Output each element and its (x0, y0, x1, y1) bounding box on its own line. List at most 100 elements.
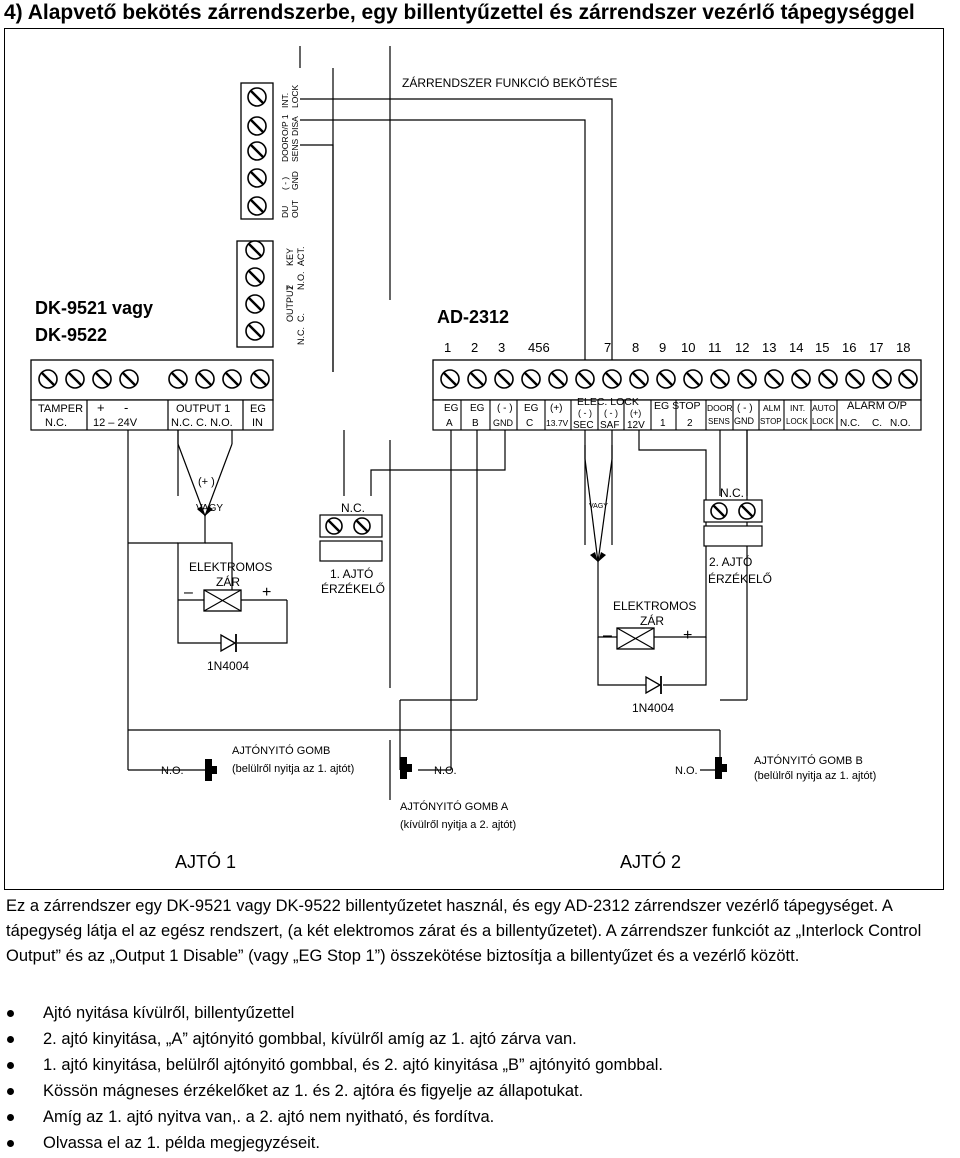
screw-terminal (575, 369, 595, 389)
terminal-label: SENS (708, 417, 730, 426)
screw-terminal (656, 369, 676, 389)
keypad-model: DK-9522 (35, 325, 107, 345)
terminal-label: ALARM O/P (847, 400, 907, 412)
sensor1-magnet (319, 540, 383, 562)
terminal-label: N.C. C. N.O. (171, 417, 233, 429)
lock1-wire (177, 516, 206, 600)
terminal-number: 15 (815, 340, 829, 355)
terminal-label: + (97, 400, 105, 415)
terminal-label: 2 (687, 418, 693, 429)
bullet-item: 1. ajtó kinyitása, belülről ajtónyitó go… (0, 1052, 950, 1078)
button-contact-label: N.O. (434, 765, 457, 777)
arrow-head (598, 552, 606, 562)
screw-terminal (247, 141, 267, 161)
terminal-number: 456 (528, 340, 550, 355)
lock-title: ZÁR (216, 574, 240, 589)
diode-label: 1N4004 (632, 701, 674, 715)
terminal-label: GND (290, 171, 300, 190)
controller-label-strip (432, 399, 922, 431)
diode1-wire (237, 600, 288, 644)
page-title: 4) Alapvető bekötés zárrendszerbe, egy b… (4, 1, 915, 24)
terminal-label: N.C. (840, 418, 860, 429)
sensor1-wire (370, 430, 506, 496)
lock-cross (616, 627, 655, 650)
diode2-icon (645, 675, 662, 695)
screw-terminal (737, 369, 757, 389)
terminal-label: EG (524, 403, 539, 414)
bullet-item: Kössön mágneses érzékelőket az 1. és 2. … (0, 1078, 950, 1104)
push-button-plunger (212, 766, 217, 774)
screw-terminal (791, 369, 811, 389)
terminal-number: 9 (659, 340, 666, 355)
wiring-diagram: ZÁRRENDSZER FUNKCIÓ BEKÖTÉSEINT.LOCKO/P … (30, 46, 922, 872)
terminal-label: DISA (290, 116, 300, 136)
lock-title: ELEKTROMOS (189, 560, 272, 574)
terminal-label: EG (444, 403, 459, 414)
lock1-feed (204, 443, 233, 517)
terminal-number: 14 (789, 340, 803, 355)
terminal-label: O/P 1 (280, 114, 290, 136)
keypad-model: DK-9521 vagy (35, 298, 153, 318)
button-contact-label: N.O. (675, 765, 698, 777)
terminal-label: N.O. (890, 418, 911, 429)
screw-terminal (629, 369, 649, 389)
terminal-label: 13.7V (546, 418, 569, 428)
terminal-number: 16 (842, 340, 856, 355)
keypad-label-strip (30, 399, 274, 431)
terminal-label: AUTO (812, 403, 836, 413)
terminal-label: OUTPUT (285, 285, 295, 323)
terminal-label: STOP (760, 417, 782, 426)
terminal-label: N.C. (296, 327, 306, 345)
terminal-label: N.C. (45, 417, 67, 429)
terminal-number: 7 (604, 340, 611, 355)
vagy-label: VAGY (196, 503, 223, 514)
description-text: Ez a zárrendszer egy DK-9521 vagy DK-952… (6, 897, 922, 965)
screw-terminal (494, 369, 514, 389)
terminal-label: B (472, 418, 479, 429)
screw-terminal (119, 369, 139, 389)
screw-terminal (818, 369, 838, 389)
terminal-label: OUTPUT 1 (176, 403, 230, 415)
bullet-list: Ajtó nyitása kívülről, billentyűzettel 2… (0, 1000, 950, 1156)
terminal-label: ALM (763, 403, 780, 413)
lock2-feed (597, 458, 613, 563)
terminal-number: 3 (498, 340, 505, 355)
controller-terminal-strip (432, 359, 922, 401)
terminal-label: (+) (550, 403, 563, 414)
terminal-label: GND (493, 418, 514, 428)
terminal-label: C (526, 418, 533, 429)
screw-terminal (247, 116, 267, 136)
terminal-label: EG (470, 403, 485, 414)
terminal-label: INT. (790, 403, 805, 413)
lock-title: ELEKTROMOS (613, 599, 696, 613)
terminal-label: ( - ) (737, 403, 753, 414)
sensor-label: N.C. (720, 486, 744, 500)
terminal-label: ( - ) (497, 403, 513, 414)
diode-label: 1N4004 (207, 659, 249, 673)
terminal-label: C. (296, 313, 306, 322)
terminal-label: OUT (290, 200, 300, 218)
screw-terminal (247, 168, 267, 188)
screw-terminal (325, 517, 343, 535)
arrow-head (197, 506, 205, 516)
arrow-head (205, 506, 213, 516)
terminal-label: C. (872, 418, 882, 429)
door-label: AJTÓ 2 (620, 851, 681, 872)
terminal-label: ELEC. LOCK (577, 396, 639, 408)
screw-terminal (245, 267, 265, 287)
terminal-label: LOCK (812, 417, 834, 426)
push-button-plunger (407, 764, 412, 772)
terminal-label: N.O. (296, 271, 306, 290)
sensor2-magnet (703, 525, 763, 547)
terminal-number: 18 (896, 340, 910, 355)
diode2-wire (597, 637, 646, 686)
terminal-label: KEY (285, 248, 295, 266)
polarity-label: + (683, 627, 692, 644)
terminal-label: DOOR (707, 403, 733, 413)
bullet-item: Ajtó nyitása kívülről, billentyűzettel (0, 1000, 950, 1026)
polarity-label: + (262, 584, 271, 601)
terminal-number: 13 (762, 340, 776, 355)
button-note: (belülről nyitja az 1. ajtót) (754, 770, 876, 782)
push-button-1-icon (205, 759, 212, 781)
screw-terminal (898, 369, 918, 389)
